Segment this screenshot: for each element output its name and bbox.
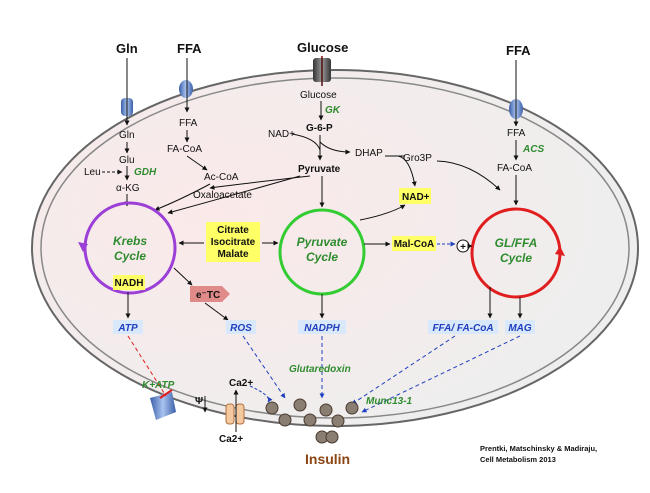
met-akg: α-KG bbox=[116, 183, 140, 194]
nadh-box bbox=[113, 275, 145, 290]
nad-plus-box bbox=[399, 188, 431, 204]
box-nadh: NADH bbox=[115, 278, 144, 289]
pyruvate-line1: Pyruvate bbox=[297, 235, 348, 249]
katp-channel bbox=[150, 392, 176, 420]
plus-sign: + bbox=[460, 242, 466, 253]
met-glucose-in: Glucose bbox=[300, 90, 337, 101]
enzyme-gk: GK bbox=[325, 105, 341, 116]
box-malate: Malate bbox=[217, 249, 249, 260]
met-pyruvate: Pyruvate bbox=[298, 164, 341, 175]
sig-ros: ROS bbox=[230, 323, 252, 334]
sig-mag: MAG bbox=[508, 323, 532, 334]
met-leu: Leu bbox=[84, 167, 101, 178]
input-ffa-left: FFA bbox=[177, 41, 202, 56]
met-facoa-right: FA-CoA bbox=[497, 163, 532, 174]
met-glu: Glu bbox=[119, 155, 135, 166]
calcium-channel bbox=[225, 403, 245, 425]
met-gln-in: Gln bbox=[119, 130, 135, 141]
met-gro3p: Gro3P bbox=[403, 153, 432, 164]
sig-ffa-facoa: FFA/ FA-CoA bbox=[432, 323, 493, 334]
insulin-granules bbox=[265, 398, 359, 444]
met-nad-plus-b: NAD+ bbox=[402, 192, 430, 203]
enzyme-gdh: GDH bbox=[134, 167, 157, 178]
met-oxaloacetate: Oxaloacetate bbox=[193, 190, 252, 201]
krebs-line1: Krebs bbox=[113, 234, 147, 248]
sig-nadph: NADPH bbox=[304, 323, 340, 334]
input-glucose: Glucose bbox=[297, 40, 348, 55]
krebs-line2: Cycle bbox=[114, 249, 146, 263]
glffa-line2: Cycle bbox=[500, 251, 532, 265]
met-ffa-in-right: FFA bbox=[507, 128, 526, 139]
citrate-box bbox=[206, 222, 260, 262]
input-gln: Gln bbox=[116, 41, 138, 56]
mag-box bbox=[505, 320, 535, 334]
met-dhap: DHAP bbox=[355, 148, 383, 159]
met-nad-plus-a: NAD+ bbox=[268, 129, 295, 140]
met-accoa: Ac-CoA bbox=[204, 172, 239, 183]
glffa-cycle: GL/FFA Cycle bbox=[470, 207, 565, 299]
atp-box bbox=[113, 320, 143, 334]
sig-munc: Munc13-1 bbox=[366, 396, 413, 407]
sig-insulin: Insulin bbox=[305, 451, 350, 467]
box-isocitrate: Isocitrate bbox=[211, 237, 256, 248]
met-facoa-left: FA-CoA bbox=[167, 144, 202, 155]
glffa-line1: GL/FFA bbox=[495, 236, 538, 250]
met-ffa-in-left: FFA bbox=[179, 118, 198, 129]
citation-line1: Prentki, Matschinsky & Madiraju, bbox=[480, 444, 597, 453]
box-etc: e⁻TC bbox=[196, 290, 220, 301]
sig-psi: Ψ bbox=[195, 396, 203, 407]
citation-line2: Cell Metabolism 2013 bbox=[480, 455, 556, 464]
krebs-cycle: Krebs Cycle bbox=[78, 201, 177, 295]
pyruvate-line2: Cycle bbox=[306, 250, 338, 264]
box-malcoa: Mal-CoA bbox=[394, 239, 435, 250]
box-citrate: Citrate bbox=[217, 225, 249, 236]
sig-atp: ATP bbox=[117, 323, 138, 334]
ros-box bbox=[226, 320, 256, 334]
enzyme-acs: ACS bbox=[522, 144, 544, 155]
sig-glutaredoxin: Glutaredoxin bbox=[289, 364, 351, 375]
etc-arrow bbox=[190, 286, 230, 302]
ffa-facoa-box bbox=[428, 320, 498, 334]
met-g6p: G-6-P bbox=[306, 123, 333, 134]
sig-ca-in: Ca2+ bbox=[229, 378, 253, 389]
ffa-left-transporter bbox=[179, 80, 193, 98]
sig-katp: K+ATP bbox=[142, 380, 175, 391]
malcoa-box bbox=[392, 236, 436, 251]
input-ffa-right: FFA bbox=[506, 43, 531, 58]
nadph-box bbox=[298, 320, 346, 334]
sig-ca-out: Ca2+ bbox=[219, 434, 243, 445]
